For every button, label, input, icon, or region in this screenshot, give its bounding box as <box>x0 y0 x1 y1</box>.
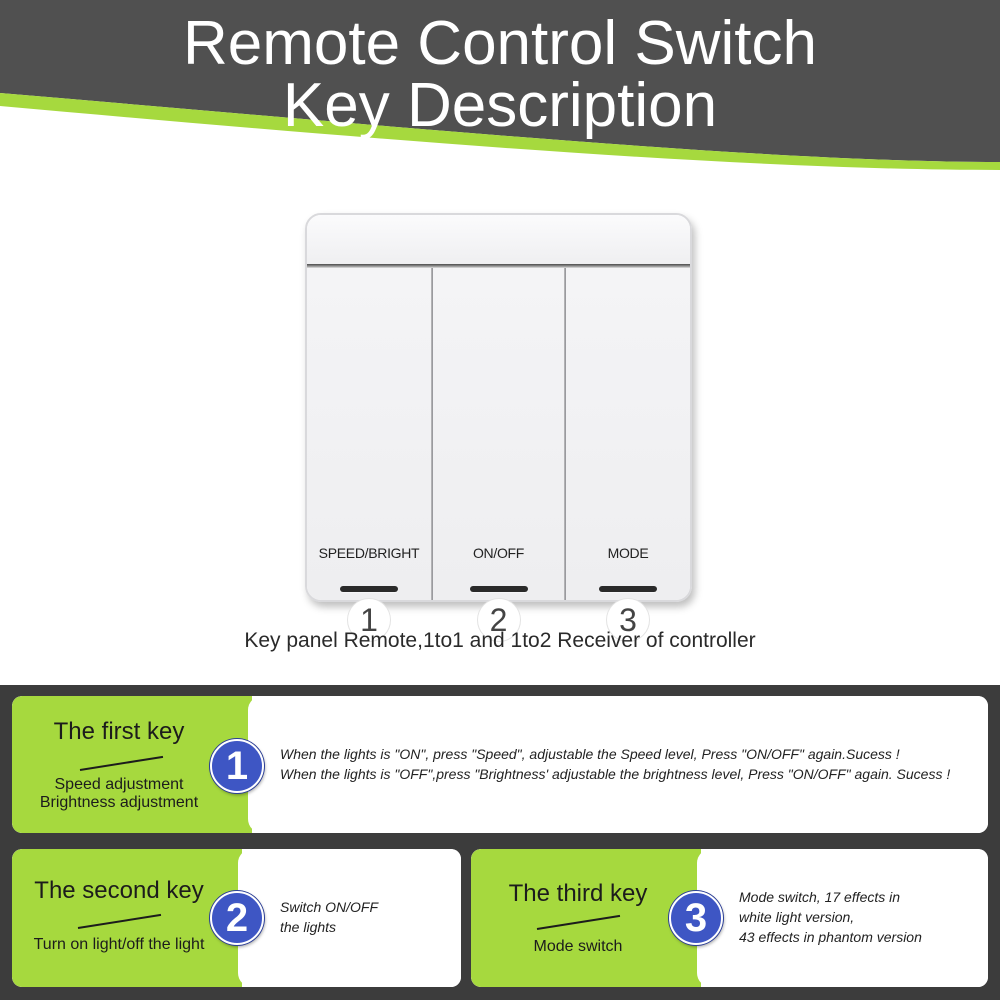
key-indicator-bar <box>469 586 528 592</box>
panel-seam <box>307 264 690 268</box>
second-key-desc-panel <box>238 849 461 987</box>
switch-panel: SPEED/BRIGHT 1 ON/OFF 2 MODE 3 <box>305 213 692 642</box>
third-key-number-badge: 3 <box>669 891 723 945</box>
second-key-description-1: Switch ON/OFF <box>280 899 379 915</box>
second-key-label-panel <box>12 849 242 987</box>
key-label-on-off: ON/OFF <box>472 545 525 561</box>
key-divider <box>564 268 566 600</box>
second-key-description-2: the lights <box>280 919 337 935</box>
header-banner: Remote Control Switch Key Description <box>0 0 1000 170</box>
first-key-desc-panel <box>248 696 988 833</box>
header-background <box>0 0 1000 170</box>
third-key-card: The third key Mode switch 3 Mode switch,… <box>471 849 988 987</box>
third-key-description-2: white light version, <box>739 909 855 925</box>
first-key-card: The first key Speed adjustment Brightnes… <box>12 696 988 833</box>
third-key-subtitle: Mode switch <box>533 938 623 955</box>
key-description-section: The first key Speed adjustment Brightnes… <box>0 685 1000 1000</box>
switch-key-2[interactable]: ON/OFF 2 <box>433 268 564 642</box>
key-label-mode: MODE <box>607 545 649 561</box>
second-key-title: The second key <box>34 877 204 904</box>
key-indicator-bar <box>340 586 398 592</box>
switch-key-3[interactable]: MODE 3 <box>566 268 690 642</box>
second-key-subtitle: Turn on light/off the light <box>33 936 205 953</box>
key-number-2: 2 <box>476 598 521 642</box>
device-caption: Key panel Remote,1to1 and 1to2 Receiver … <box>244 629 756 652</box>
first-key-subtitle-2: Brightness adjustment <box>39 794 199 811</box>
third-key-description-3: 43 effects in phantom version <box>739 929 922 945</box>
first-key-number-badge: 1 <box>210 739 264 793</box>
page-title-line-1: Remote Control Switch <box>182 9 818 78</box>
key-divider <box>431 268 433 600</box>
key-indicator-bar <box>599 586 657 592</box>
second-key-card: The second key Turn on light/off the lig… <box>12 849 461 987</box>
third-key-title: The third key <box>508 880 648 907</box>
key-label-speed-bright: SPEED/BRIGHT <box>318 545 420 561</box>
key-number-3: 3 <box>606 598 650 642</box>
third-key-description-1: Mode switch, 17 effects in <box>739 889 901 905</box>
first-key-subtitle-1: Speed adjustment <box>54 776 184 793</box>
panel-top-plate <box>307 215 690 265</box>
switch-key-1[interactable]: SPEED/BRIGHT 1 <box>307 268 431 642</box>
second-key-number-badge: 2 <box>210 891 264 945</box>
first-key-title: The first key <box>53 718 185 745</box>
first-key-description-1: When the lights is "ON", press "Speed", … <box>280 746 900 762</box>
key-number-1: 1 <box>347 598 391 642</box>
first-key-description-2: When the lights is "OFF",press "Brightne… <box>280 766 951 782</box>
third-key-desc-panel <box>697 849 988 987</box>
third-key-label-panel <box>471 849 701 987</box>
page-title-line-2: Key Description <box>282 71 718 140</box>
